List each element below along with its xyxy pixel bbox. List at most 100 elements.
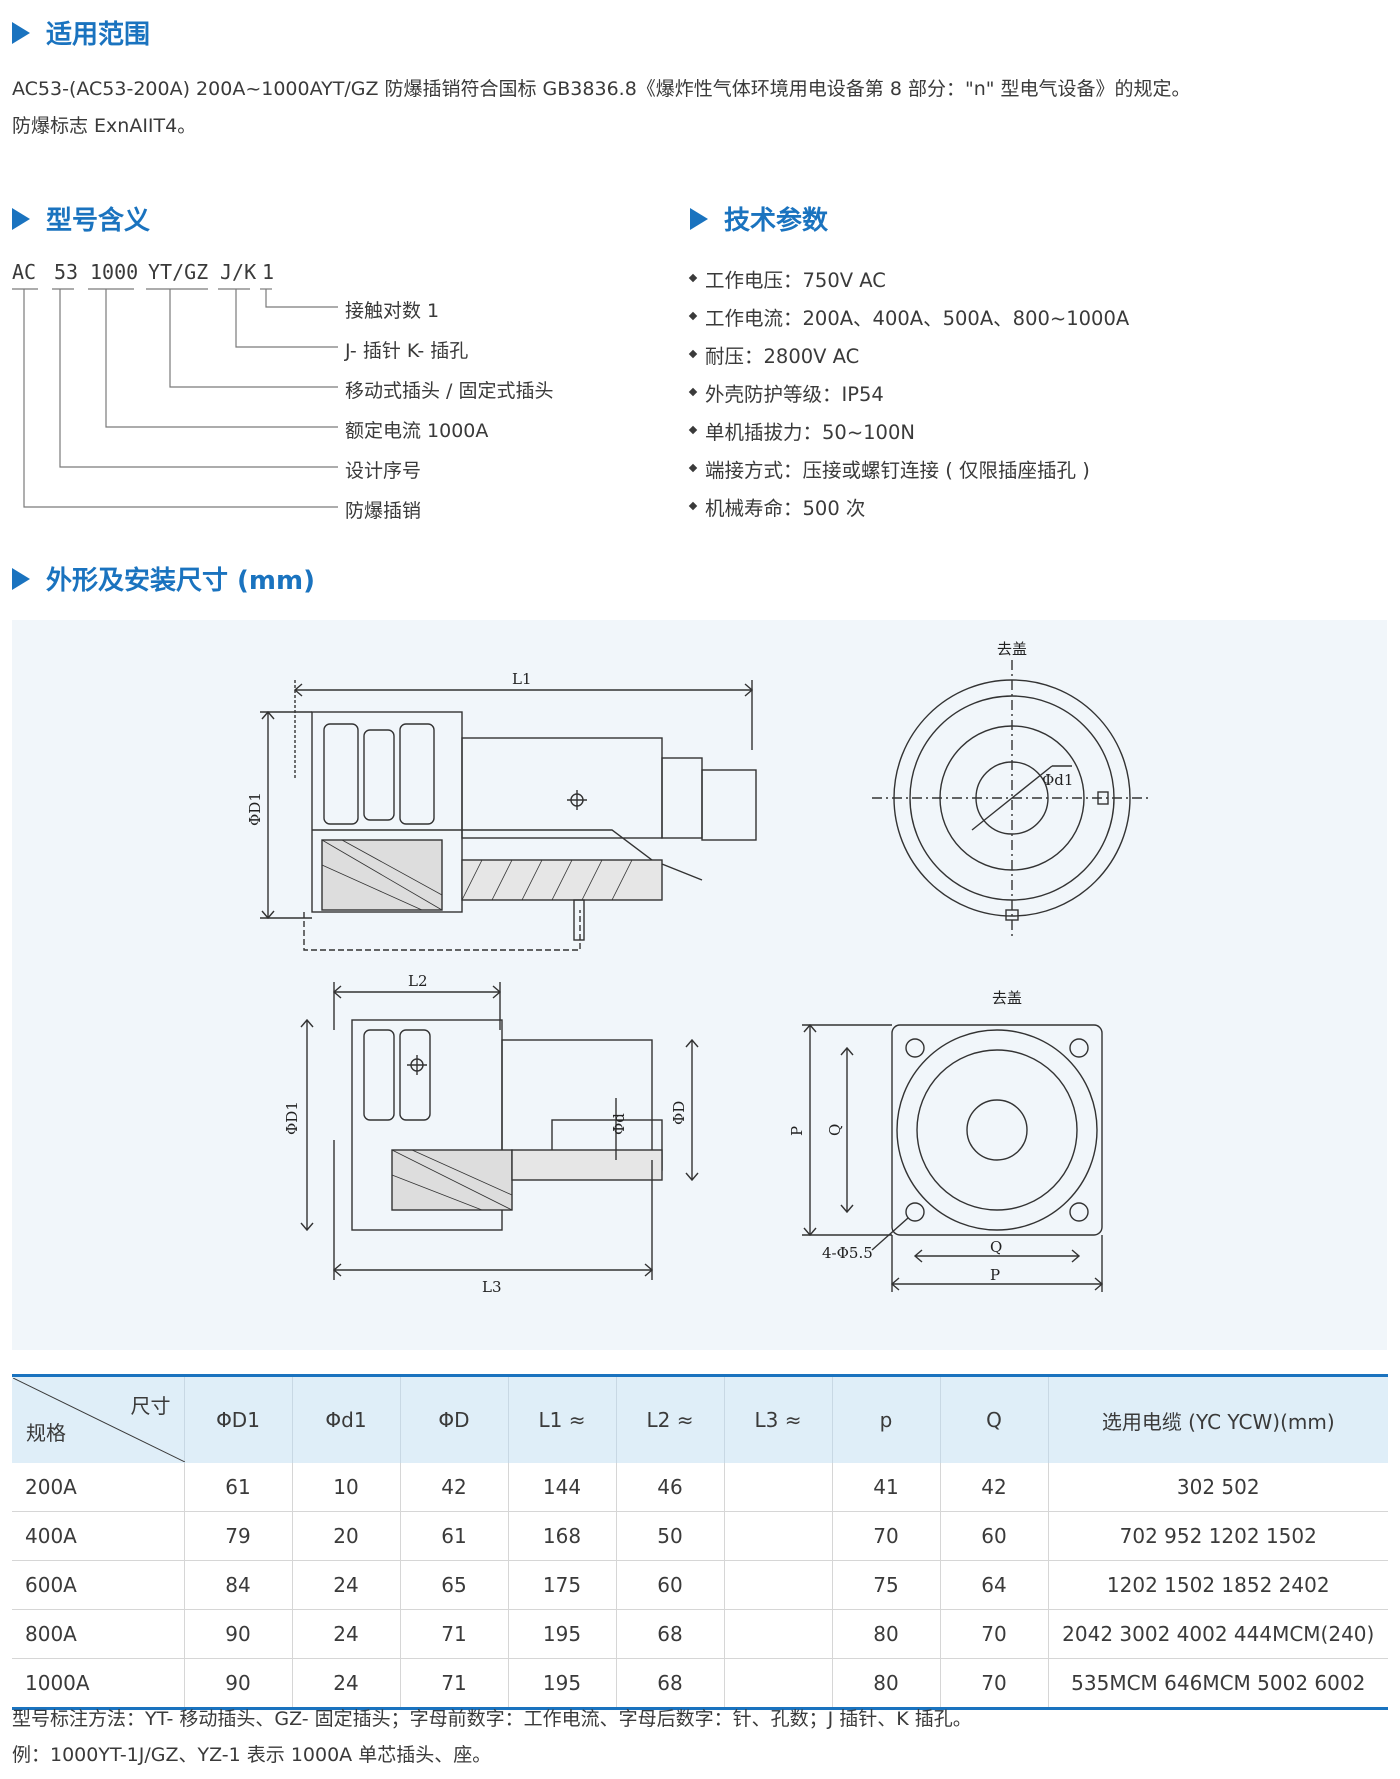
table-cell: 10: [291, 1463, 400, 1512]
table-cell: 61: [399, 1511, 508, 1561]
bullet-icon: [688, 387, 698, 397]
spec-item: 单机插拔力：50~100N: [688, 411, 1129, 449]
table-cell: 61: [183, 1463, 292, 1512]
table-cell: 20: [291, 1511, 400, 1561]
spec-item: 机械寿命：500 次: [688, 487, 1129, 525]
triangle-icon: [12, 21, 30, 44]
spec-termination: 端接方式：压接或螺钉连接 ( 仅限插座插孔 ): [705, 458, 1090, 482]
spec-item: 耐压：2800V AC: [688, 335, 1129, 373]
table-cell: 79: [183, 1511, 292, 1561]
label-d1-socket: ΦD1: [283, 1101, 301, 1135]
table-cell: 195: [507, 1658, 616, 1710]
table-cell: 195: [507, 1609, 616, 1659]
table-cell: 24: [291, 1609, 400, 1659]
col-header-l2: L2 ≈: [615, 1375, 724, 1463]
code-part-53: 53: [54, 260, 79, 284]
triangle-icon: [12, 207, 30, 230]
table-cell: 144: [507, 1463, 616, 1512]
table-cell: [723, 1511, 832, 1561]
table-corner-cell: 尺寸 规格: [12, 1375, 185, 1463]
bullet-icon: [688, 349, 698, 359]
table-cell: 400A: [12, 1511, 184, 1561]
table-cell: 302 502: [1047, 1463, 1388, 1512]
spec-current: 工作电流：200A、400A、500A、800~1000A: [705, 306, 1130, 330]
table-cell: 68: [615, 1609, 724, 1659]
label-phi-d1: Φd1: [1042, 771, 1073, 789]
model-label-design-no: 设计序号: [345, 460, 422, 482]
model-label-explosion-proof: 防爆插销: [345, 500, 422, 522]
table-cell: 200A: [12, 1463, 184, 1512]
col-header-l3: L3 ≈: [723, 1375, 832, 1463]
code-part-ac: AC: [12, 260, 37, 284]
label-remove-cover-2: 去盖: [992, 989, 1022, 1007]
table-cell: 1000A: [12, 1658, 184, 1710]
table-cell: 535MCM 646MCM 5002 6002: [1047, 1658, 1388, 1710]
model-leader-lines: [12, 288, 338, 508]
table-cell: 50: [615, 1511, 724, 1561]
label-l2: L2: [408, 972, 428, 990]
model-label-rated-current: 额定电流 1000A: [345, 420, 489, 442]
col-header-l1: L1 ≈: [507, 1375, 616, 1463]
spec-ip-rating: 外壳防护等级：IP54: [705, 382, 884, 406]
dimensions-heading-text: 外形及安装尺寸 (mm): [46, 566, 316, 596]
label-q-horizontal: Q: [990, 1238, 1002, 1256]
col-header-p: p: [831, 1375, 940, 1463]
table-cell: [723, 1609, 832, 1659]
spec-item: 端接方式：压接或螺钉连接 ( 仅限插座插孔 ): [688, 449, 1129, 487]
label-phi-cap-d: ΦD: [670, 1101, 688, 1125]
table-cell: 84: [183, 1560, 292, 1610]
table-cell: 2042 3002 4002 444MCM(240): [1047, 1609, 1388, 1659]
col-header-d1-small: Φd1: [291, 1375, 400, 1463]
col-header-cable: 选用电缆 (YC YCW)(mm): [1047, 1375, 1388, 1463]
spec-item: 外壳防护等级：IP54: [688, 373, 1129, 411]
corner-diagonal: [13, 1378, 185, 1462]
code-part-1000: 1000: [90, 260, 139, 284]
dimensions-heading: 外形及安装尺寸 (mm): [12, 560, 315, 597]
table-cell: 46: [615, 1463, 724, 1512]
socket-side-view: [300, 982, 699, 1280]
spec-voltage: 工作电压：750V AC: [705, 268, 886, 292]
table-cell: 80: [831, 1658, 940, 1710]
label-l3: L3: [482, 1278, 502, 1296]
table-cell: [723, 1560, 832, 1610]
dimensions-table: 尺寸 规格 ΦD1 Φd1 ΦD L1 ≈ L2 ≈ L3 ≈ p Q 选用电缆…: [12, 1374, 1388, 1710]
table-cell: 90: [183, 1609, 292, 1659]
label-p-horizontal: P: [990, 1266, 1000, 1284]
spec-force: 单机插拔力：50~100N: [705, 420, 915, 444]
code-part-1: 1: [262, 260, 275, 284]
scope-heading-text: 适用范围: [46, 20, 151, 50]
label-q-vertical: Q: [826, 1124, 844, 1136]
specs-heading: 技术参数: [690, 200, 828, 237]
col-header-q: Q: [939, 1375, 1048, 1463]
table-cell: 75: [831, 1560, 940, 1610]
scope-line-2: 防爆标志 ExnAIIT4。: [12, 115, 197, 137]
note-line-2: 例：1000YT-1J/GZ、YZ-1 表示 1000A 单芯插头、座。: [12, 1744, 492, 1766]
label-phi-d: Φd: [610, 1113, 628, 1135]
table-cell: 64: [939, 1560, 1048, 1610]
note-line-1: 型号标注方法：YT- 移动插头、GZ- 固定插头；字母前数字：工作电流、字母后数…: [12, 1708, 972, 1730]
scope-line-1: AC53-(AC53-200A) 200A~1000AYT/GZ 防爆插销符合国…: [12, 78, 1191, 100]
triangle-icon: [12, 567, 30, 590]
drawing-svg: L1 ΦD1 去盖 Φd1 L2 ΦD1 Φd ΦD L3 去盖 P Q Q P…: [246, 640, 1152, 1296]
technical-drawing: L1 ΦD1 去盖 Φd1 L2 ΦD1 Φd ΦD L3 去盖 P Q Q P…: [12, 620, 1387, 1350]
table-cell: 70: [939, 1658, 1048, 1710]
bullet-icon: [688, 501, 698, 511]
spec-item: 工作电压：750V AC: [688, 259, 1129, 297]
table-cell: 60: [939, 1511, 1048, 1561]
spec-withstand: 耐压：2800V AC: [705, 344, 860, 368]
table-cell: 68: [615, 1658, 724, 1710]
label-holes: 4-Φ5.5: [822, 1244, 873, 1262]
table-cell: 1202 1502 1852 2402: [1047, 1560, 1388, 1610]
label-l1: L1: [512, 670, 532, 688]
plug-side-view: [260, 680, 757, 951]
table-cell: 24: [291, 1658, 400, 1710]
corner-top-label: 尺寸: [130, 1394, 171, 1418]
table-cell: 65: [399, 1560, 508, 1610]
table-cell: 70: [939, 1609, 1048, 1659]
spec-item: 工作电流：200A、400A、500A、800~1000A: [688, 297, 1130, 335]
label-p-vertical: P: [788, 1126, 806, 1136]
table-cell: 41: [831, 1463, 940, 1512]
table-cell: 80: [831, 1609, 940, 1659]
table-cell: 71: [399, 1658, 508, 1710]
